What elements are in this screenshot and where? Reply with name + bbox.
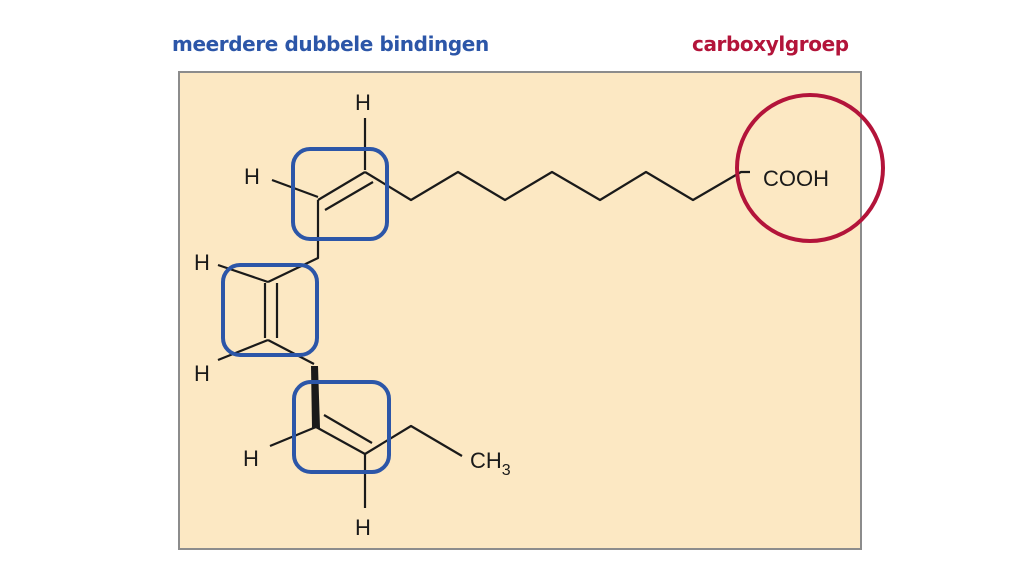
- hydrogen-atom-left-2: H: [194, 250, 210, 275]
- bond-h-left-3: [217, 338, 269, 362]
- bond-chain-down: [267, 200, 320, 283]
- double-bond-top-outer: [317, 171, 366, 201]
- methyl-ch: CH: [470, 448, 502, 473]
- methyl-subscript: 3: [502, 462, 511, 479]
- highlight-box-middle: [221, 263, 319, 357]
- carboxyl-highlight-circle: [735, 93, 885, 243]
- bond-h-left-2: [217, 263, 269, 284]
- hydrogen-atom-left-1: H: [244, 164, 260, 189]
- highlight-box-top: [291, 147, 389, 241]
- double-bond-highlights: [221, 147, 391, 474]
- double-bond-top-inner: [324, 181, 374, 211]
- bond-to-ch3: [364, 424, 463, 457]
- highlight-box-bottom: [292, 380, 391, 474]
- hydrogen-atom-left-4: H: [243, 446, 259, 471]
- carbon-chain: [364, 170, 750, 202]
- diagram-panel: [178, 71, 862, 550]
- carboxyl-label: COOH: [763, 166, 829, 191]
- bond-middle-to-lower: [267, 339, 315, 365]
- double-bond-bottom-outer: [315, 426, 366, 455]
- hydrogen-atom-left-3: H: [194, 361, 210, 386]
- methyl-label: CH3: [470, 448, 511, 479]
- hydrogen-atom-top: H: [355, 90, 371, 115]
- hydrogen-atom-bottom: H: [355, 515, 371, 540]
- double-bonds-label: meerdere dubbele bindingen: [172, 32, 489, 56]
- carboxyl-group-label: carboxylgroep: [692, 32, 849, 56]
- double-bond-bottom-inner: [323, 414, 373, 444]
